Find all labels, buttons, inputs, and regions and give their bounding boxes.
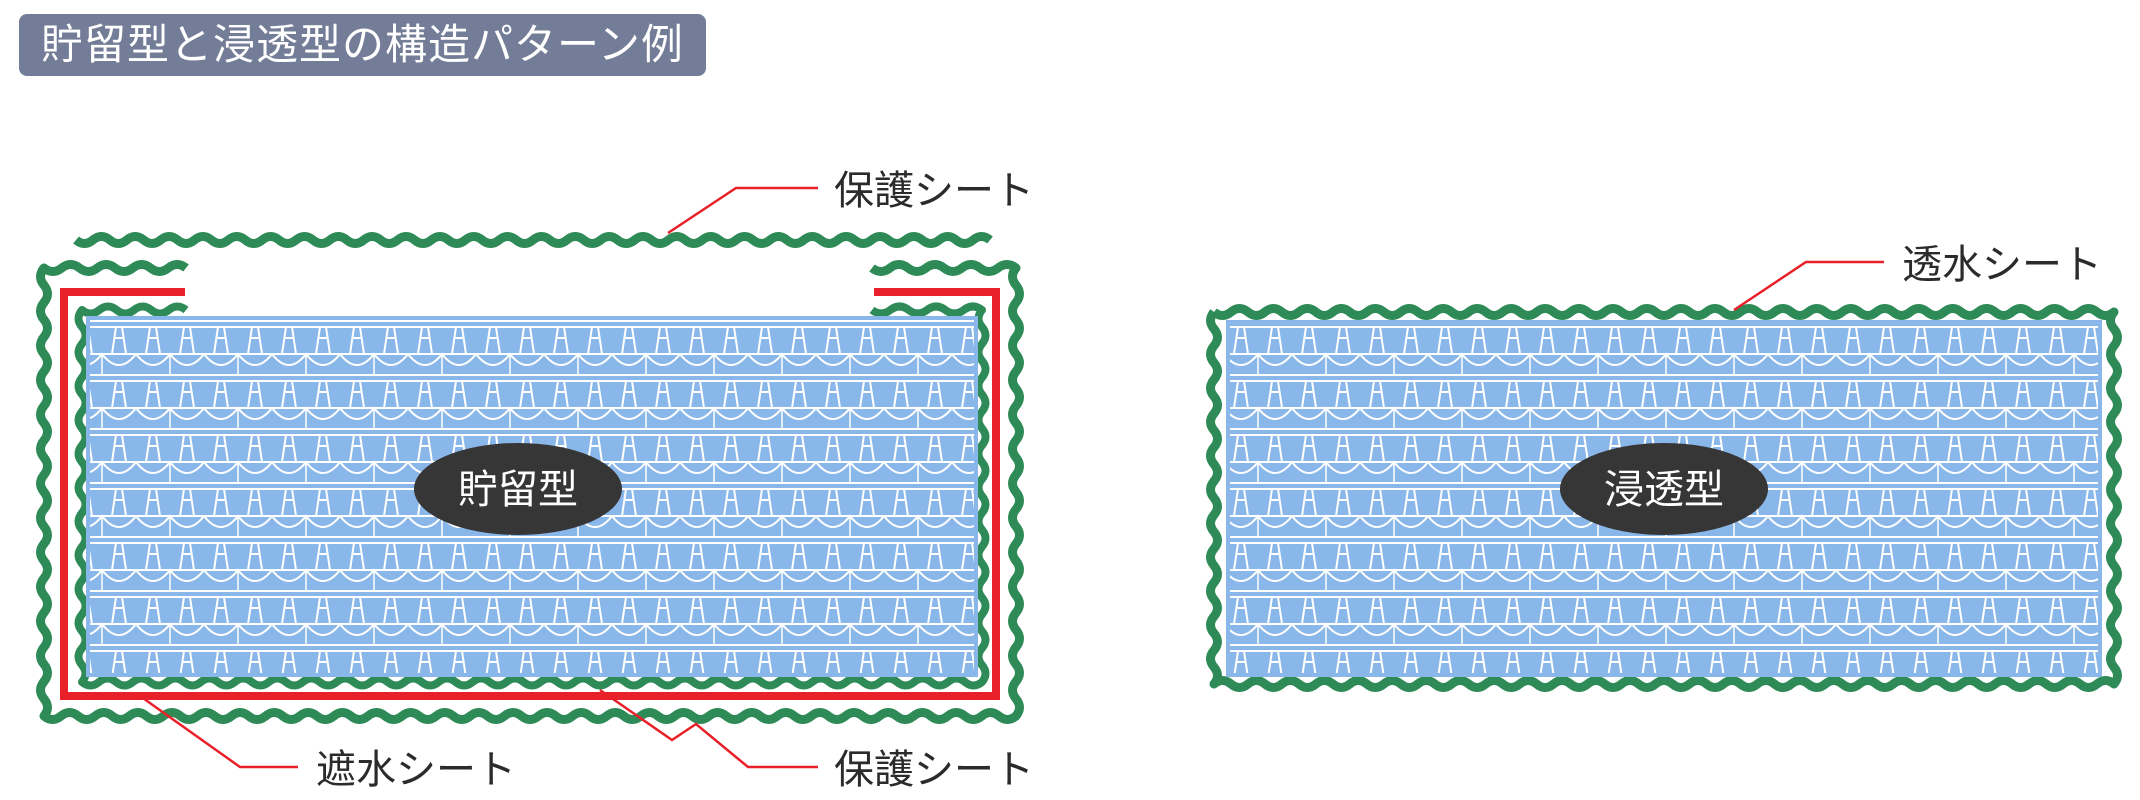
callout-line-storage-bottom (599, 688, 818, 769)
storage-top-protection-sheet (73, 232, 993, 248)
callout-storage-bottom-protection: 保護シート (834, 747, 1034, 793)
permeable-sheet (1206, 304, 2122, 692)
storage-type-label-bg (414, 443, 622, 535)
callout-storage-top-protection: 保護シート (834, 168, 1034, 214)
callout-line-waterproof (139, 694, 298, 769)
callout-line-storage-top (667, 186, 818, 235)
storage-inner-protection-sheet (74, 302, 990, 690)
infiltration-structure: 浸透型 透水シート (1206, 242, 2122, 692)
infiltration-type-label-bg (1560, 443, 1768, 535)
page-title: 貯留型と浸透型の構造パターン例 (19, 14, 706, 76)
storage-waterproof-sheet (60, 288, 1000, 700)
callout-waterproof-sheet: 遮水シート (316, 747, 516, 793)
storage-outer-protection-sheet (36, 260, 1024, 724)
storage-type-label: 貯留型 (458, 467, 578, 513)
infiltration-type-label: 浸透型 (1604, 467, 1724, 513)
callout-line-permeable (1733, 260, 1884, 312)
storage-structure: 貯留型 保護シート 遮水シート 保護シート (36, 168, 1034, 793)
callout-permeable-sheet: 透水シート (1902, 242, 2102, 288)
